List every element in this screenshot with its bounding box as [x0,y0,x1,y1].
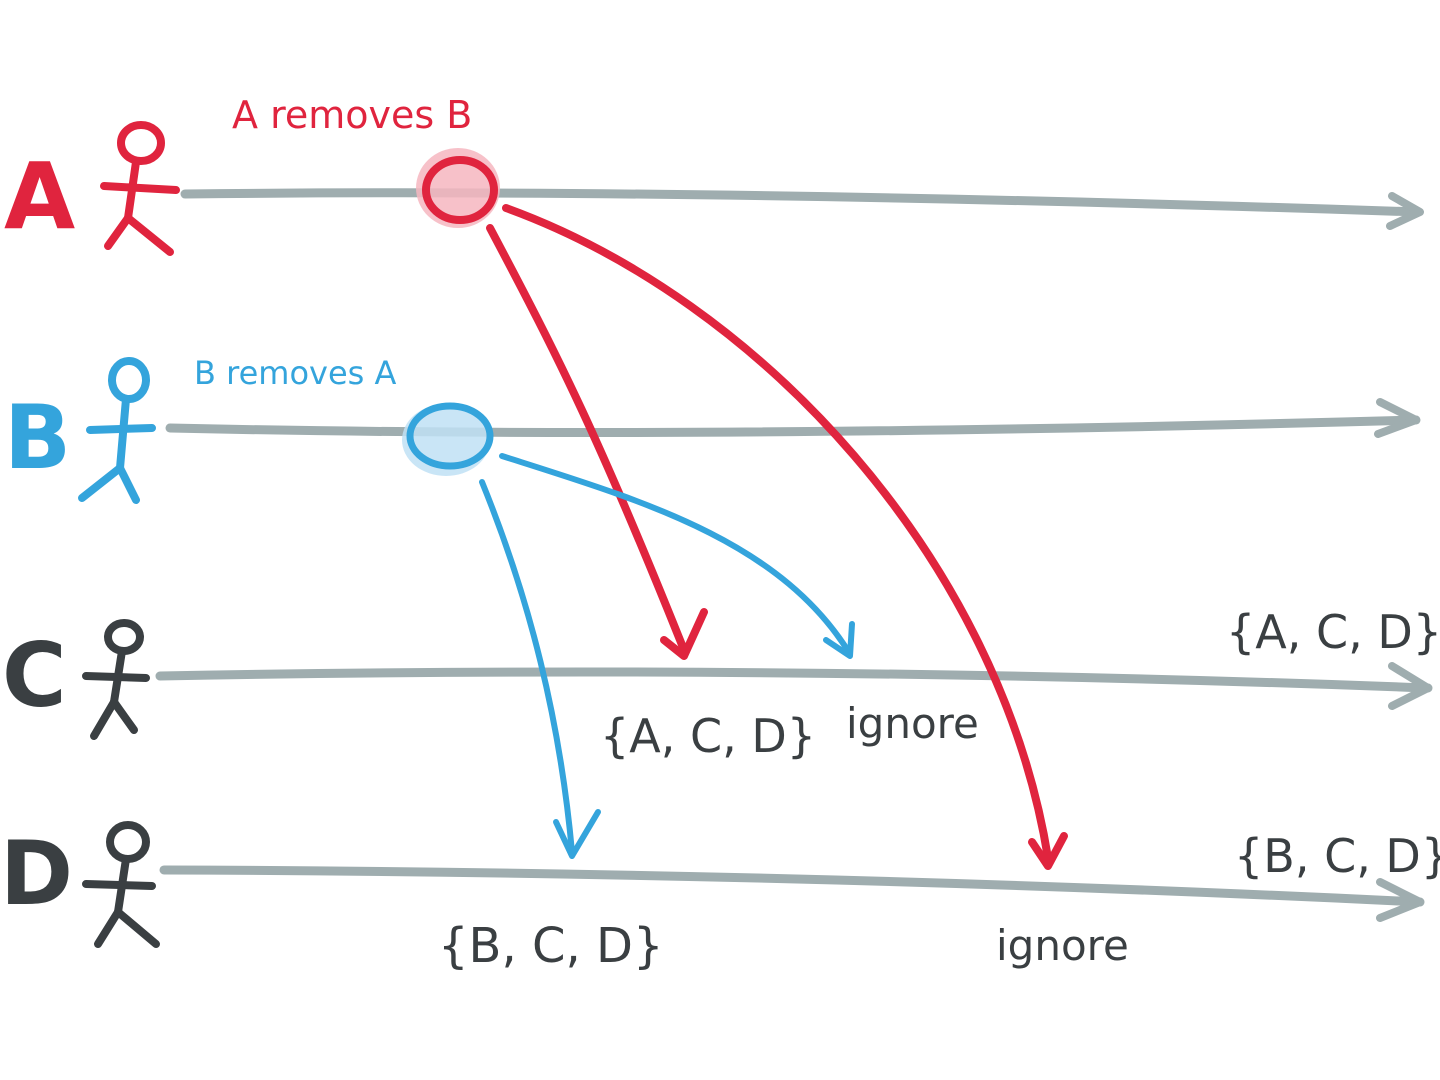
actor-c-letter: C [2,624,67,727]
stick-figure-icon [104,125,176,252]
stick-figure-icon [86,825,156,944]
timeline-d [164,870,1420,918]
event-label-b-removes-a: B removes A [194,354,396,392]
circle-event-icon [402,404,490,476]
timeline-c [160,666,1428,706]
label-c-receives-a: {A, C, D} [600,709,816,763]
actor-a-letter: A [4,143,75,250]
timeline-a [185,193,1420,226]
label-c-final: {A, C, D} [1226,605,1440,659]
label-c-ignore: ignore [846,699,979,748]
circle-event-icon [416,148,500,228]
stick-figure-icon [86,623,146,736]
actor-d-letter: D [0,822,73,925]
label-d-final: {B, C, D} [1234,829,1440,883]
actor-b-letter: B [4,386,71,489]
message-arrow-a-to-d [506,208,1064,866]
event-label-a-removes-b: A removes B [232,93,472,137]
label-d-ignore: ignore [996,921,1129,970]
stick-figure-icon [82,361,152,500]
timeline-b [170,402,1416,434]
label-d-receives-b: {B, C, D} [438,918,664,974]
